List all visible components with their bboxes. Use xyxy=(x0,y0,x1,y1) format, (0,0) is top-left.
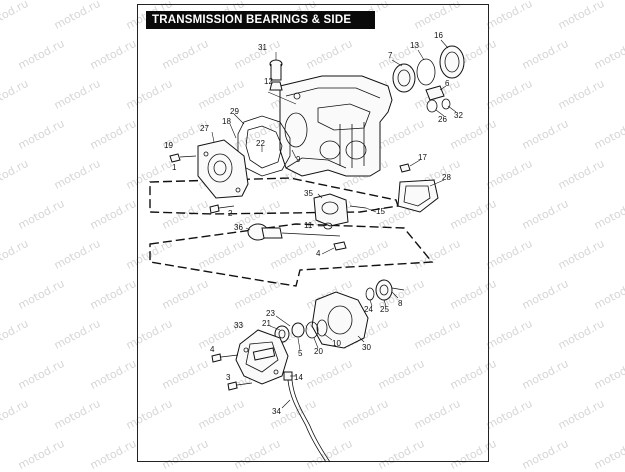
diagram-title: TRANSMISSION BEARINGS & SIDE COVERS xyxy=(146,11,375,44)
callout-7: 7 xyxy=(388,51,393,60)
callout-27: 27 xyxy=(200,124,209,133)
callout-20: 20 xyxy=(314,347,323,356)
callout-33: 33 xyxy=(234,321,243,330)
side-door-cover xyxy=(197,139,249,199)
callout-19: 19 xyxy=(164,141,173,150)
transmission-case xyxy=(279,75,393,177)
callout-23: 23 xyxy=(266,309,275,318)
callout-3: 3 xyxy=(226,373,231,382)
callout-25: 25 xyxy=(380,305,389,314)
dashed-group-upper xyxy=(149,177,399,215)
callout-34: 34 xyxy=(272,407,281,416)
callout-18: 18 xyxy=(222,117,231,126)
inner-gasket xyxy=(237,115,291,177)
clutch-pushrod xyxy=(247,222,347,251)
callout-13: 13 xyxy=(410,41,419,50)
side-cover-gasket xyxy=(311,279,405,349)
callout-10: 10 xyxy=(332,339,341,348)
leader-lines xyxy=(211,39,457,409)
callout-32: 32 xyxy=(454,111,463,120)
fill-plug xyxy=(267,59,297,105)
cover-bolts xyxy=(169,153,235,214)
callout-26: 26 xyxy=(438,115,447,124)
callout-31: 31 xyxy=(258,43,267,52)
callout-labels: 31 12 7 13 16 6 26 32 29 18 27 22 9 19 1… xyxy=(164,31,463,416)
callout-16: 16 xyxy=(434,31,443,40)
callout-2: 2 xyxy=(228,209,233,218)
callout-29: 29 xyxy=(230,107,239,116)
callout-14: 14 xyxy=(294,373,303,382)
drain-plug xyxy=(399,163,411,173)
callout-5: 5 xyxy=(298,349,303,358)
callout-12: 12 xyxy=(264,77,273,86)
callout-11: 11 xyxy=(304,221,313,230)
side-cover-bolts xyxy=(211,353,253,391)
callout-24: 24 xyxy=(364,305,373,314)
callout-30: 30 xyxy=(362,343,371,352)
callout-4-lower: 4 xyxy=(210,345,215,354)
callout-8: 8 xyxy=(398,299,403,308)
callout-35: 35 xyxy=(304,189,313,198)
release-housing xyxy=(313,193,367,227)
callout-36: 36 xyxy=(234,223,243,232)
main-bearing-seals xyxy=(392,45,465,113)
callout-22: 22 xyxy=(256,139,265,148)
callout-9: 9 xyxy=(296,155,301,164)
speedometer-cable xyxy=(283,371,331,463)
callout-21: 21 xyxy=(262,319,271,328)
callout-17: 17 xyxy=(418,153,427,162)
callout-1: 1 xyxy=(172,163,177,172)
diagram-frame xyxy=(137,4,489,462)
callout-6: 6 xyxy=(445,79,450,88)
callout-28: 28 xyxy=(442,173,451,182)
callout-4-upper: 4 xyxy=(316,249,321,258)
callout-15: 15 xyxy=(376,207,385,216)
transmission-side-cover xyxy=(235,329,289,385)
top-cover-gasket xyxy=(397,179,439,213)
